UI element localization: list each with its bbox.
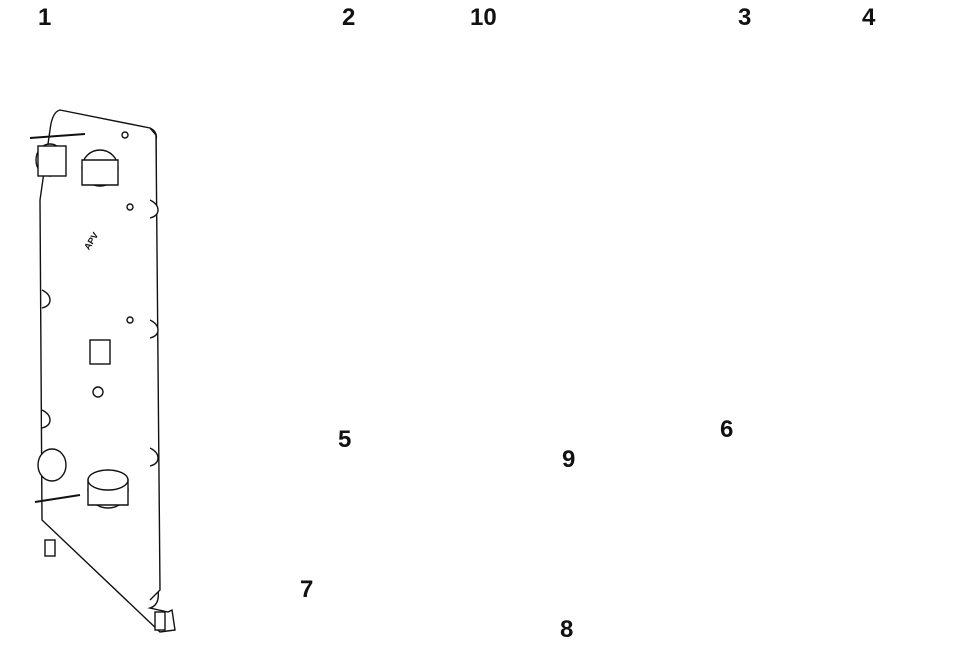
label-1: 1 <box>38 4 52 31</box>
label-2: 2 <box>342 4 356 31</box>
label-4: 4 <box>862 4 876 31</box>
label-6: 6 <box>720 416 734 443</box>
label-7: 7 <box>300 576 314 603</box>
label-5: 5 <box>338 426 352 453</box>
fixed-frame-plate <box>29 109 176 633</box>
label-10: 10 <box>470 4 497 31</box>
label-8: 8 <box>560 616 574 643</box>
label-3: 3 <box>738 4 752 31</box>
label-9: 9 <box>562 446 576 473</box>
